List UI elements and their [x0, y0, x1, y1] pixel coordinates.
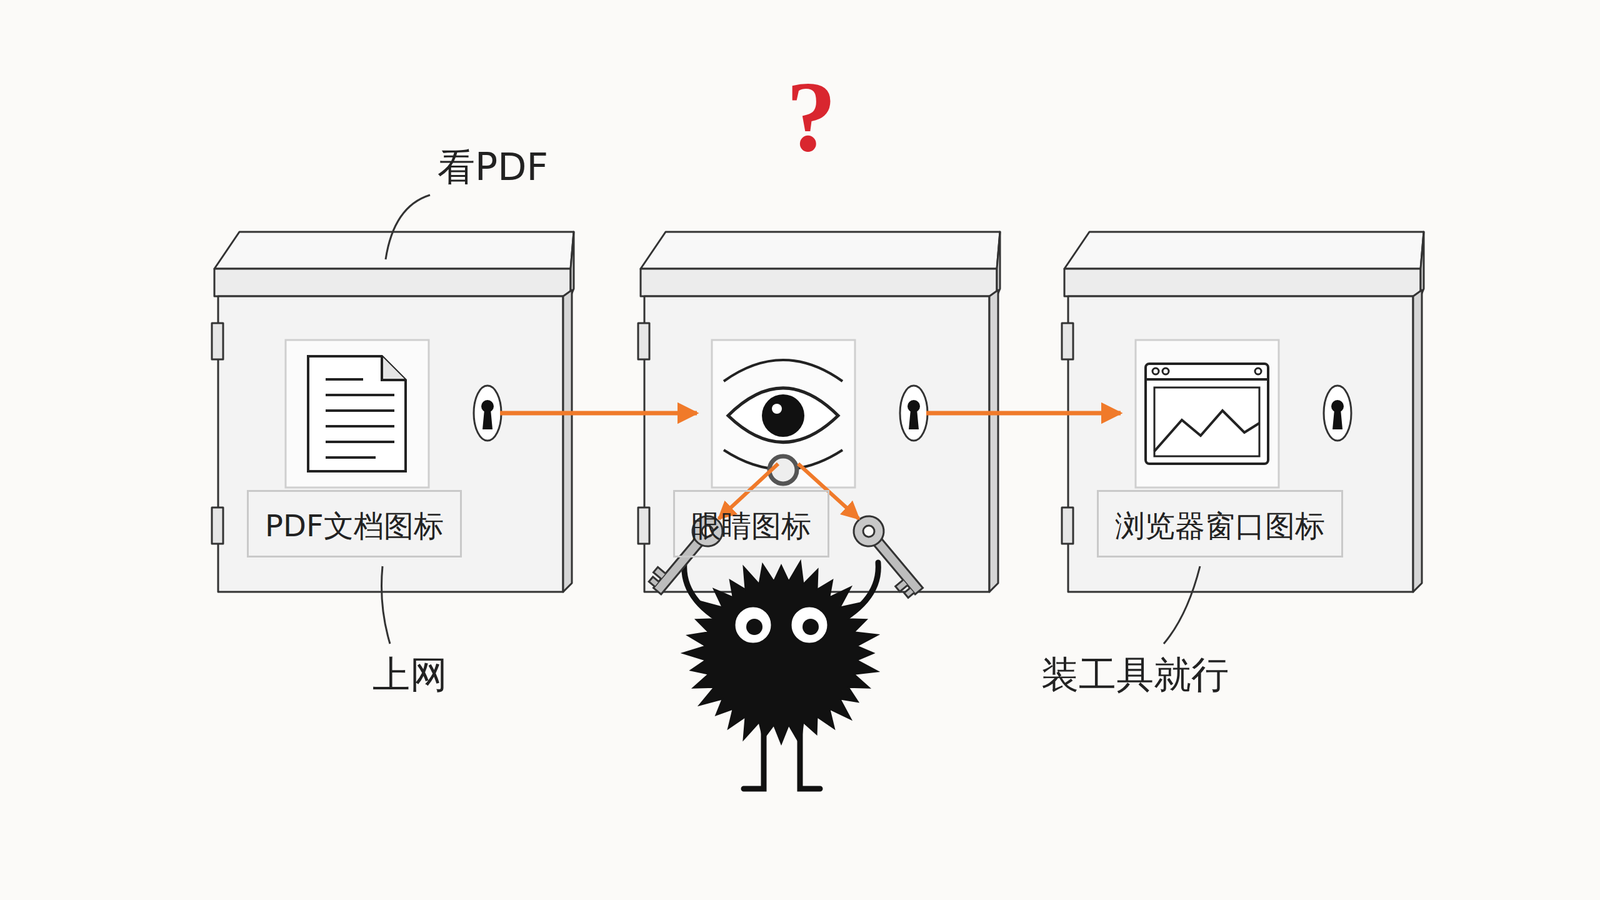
callout-note: 上网: [372, 650, 448, 701]
callout-note: 看PDF: [437, 142, 549, 194]
leader-line: [1163, 566, 1200, 644]
cabinet-box: 浏览器窗口图标: [1064, 229, 1425, 592]
keyhole-arrow-tail: [926, 411, 1002, 416]
leader-line: [381, 566, 391, 644]
keyhole-arrow-tail: [500, 411, 575, 416]
icon: [1145, 363, 1269, 464]
icon: [723, 360, 843, 484]
cabinet-box: 眼睛图标: [640, 229, 1002, 592]
flow-arrow: [575, 411, 697, 416]
icon-name-plate: 浏览器窗口图标: [1096, 490, 1344, 558]
fuzzy-creature: [682, 561, 879, 789]
icon-name-plate: PDF文档图标: [246, 490, 462, 558]
leader-line: [385, 195, 430, 260]
question-mark: ?: [786, 59, 837, 175]
cabinet-box: PDF文档图标: [214, 229, 575, 592]
icon: [308, 356, 406, 472]
icon-name-plate: 眼睛图标: [673, 490, 830, 558]
key-drawing: [847, 510, 931, 601]
callout-note: 装工具就行: [1041, 650, 1229, 701]
flow-arrow: [1001, 411, 1121, 416]
